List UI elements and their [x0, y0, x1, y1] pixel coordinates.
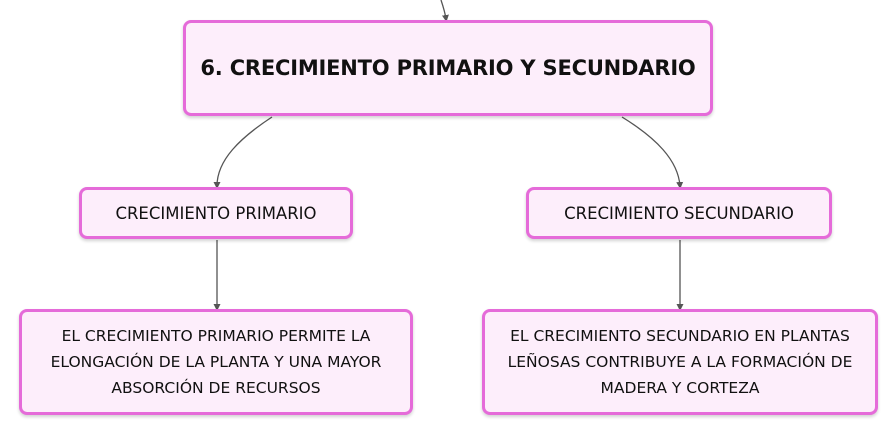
- main-topic-label: 6. CRECIMIENTO PRIMARIO Y SECUNDARIO: [200, 56, 696, 80]
- secondary-growth-node[interactable]: CRECIMIENTO SECUNDARIO: [526, 187, 832, 239]
- primary-growth-description-node[interactable]: EL CRECIMIENTO PRIMARIO PERMITE LA ELONG…: [19, 309, 413, 415]
- primary-growth-node[interactable]: CRECIMIENTO PRIMARIO: [79, 187, 353, 239]
- connector-main-to-primary: [213, 116, 273, 189]
- connector-main-to-secondary: [621, 116, 684, 189]
- secondary-growth-label: CRECIMIENTO SECUNDARIO: [564, 203, 794, 223]
- secondary-growth-description: EL CRECIMIENTO SECUNDARIO EN PLANTAS LEÑ…: [507, 327, 853, 397]
- primary-growth-description: EL CRECIMIENTO PRIMARIO PERMITE LA ELONG…: [50, 327, 382, 397]
- incoming-connector: [440, 0, 449, 22]
- main-topic-node[interactable]: 6. CRECIMIENTO PRIMARIO Y SECUNDARIO: [183, 20, 713, 116]
- primary-growth-label: CRECIMIENTO PRIMARIO: [115, 203, 317, 223]
- secondary-growth-description-node[interactable]: EL CRECIMIENTO SECUNDARIO EN PLANTAS LEÑ…: [482, 309, 878, 415]
